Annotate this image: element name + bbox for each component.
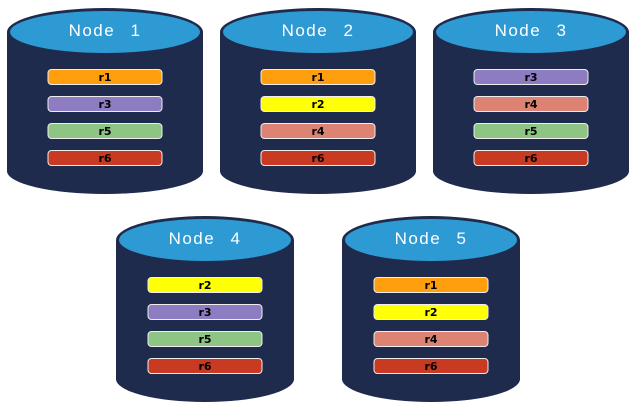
replica-list: r3 r4 r5 r6 (473, 69, 589, 177)
replica-label: r4 (424, 332, 438, 346)
replica-bar: r3 (473, 69, 589, 85)
replica-label: r3 (98, 97, 112, 111)
replica-label: r2 (198, 278, 212, 292)
node-top-ellipse: Node 1 (7, 8, 203, 56)
node-top-ellipse: Node 5 (342, 216, 520, 264)
replica-bar: r6 (147, 358, 263, 374)
node-label: Node 5 (394, 229, 468, 248)
node-label: Node 3 (494, 21, 568, 40)
node-top-ellipse: Node 3 (433, 8, 629, 56)
replica-bar: r5 (47, 123, 163, 139)
replica-bar: r2 (260, 96, 376, 112)
replica-label: r5 (524, 124, 538, 138)
node-cylinder: Node 2 r1 r2 r4 r6 (220, 8, 416, 194)
replica-bar: r6 (47, 150, 163, 166)
row-bottom: Node 4 r2 r3 r5 r6 Node 5 r1 r2 r4 r6 (0, 194, 636, 402)
replica-label: r6 (98, 151, 112, 165)
replica-bar: r3 (47, 96, 163, 112)
replica-list: r1 r2 r4 r6 (373, 277, 489, 385)
node-label: Node 1 (68, 21, 142, 40)
node-cylinder: Node 3 r3 r4 r5 r6 (433, 8, 629, 194)
replica-label: r5 (98, 124, 112, 138)
replica-label: r6 (424, 359, 438, 373)
node-label: Node 2 (281, 21, 355, 40)
node-top-ellipse: Node 2 (220, 8, 416, 56)
replica-label: r5 (198, 332, 212, 346)
node-cylinder: Node 4 r2 r3 r5 r6 (116, 216, 294, 402)
replica-list: r1 r3 r5 r6 (47, 69, 163, 177)
replica-label: r1 (311, 70, 325, 84)
replica-label: r6 (198, 359, 212, 373)
replica-label: r1 (424, 278, 438, 292)
replica-bar: r2 (373, 304, 489, 320)
replica-list: r1 r2 r4 r6 (260, 69, 376, 177)
replica-bar: r2 (147, 277, 263, 293)
row-top: Node 1 r1 r3 r5 r6 Node 2 r1 r2 r4 r6 Node 3 r… (0, 0, 636, 194)
replica-label: r1 (98, 70, 112, 84)
replica-label: r6 (311, 151, 325, 165)
replica-bar: r1 (260, 69, 376, 85)
replica-bar: r6 (260, 150, 376, 166)
replica-bar: r1 (47, 69, 163, 85)
replica-bar: r3 (147, 304, 263, 320)
replica-bar: r5 (473, 123, 589, 139)
replica-bar: r6 (473, 150, 589, 166)
replica-label: r3 (198, 305, 212, 319)
replica-bar: r6 (373, 358, 489, 374)
replica-bar: r1 (373, 277, 489, 293)
replica-label: r2 (424, 305, 438, 319)
replica-label: r6 (524, 151, 538, 165)
replica-label: r3 (524, 70, 538, 84)
replica-bar: r4 (373, 331, 489, 347)
node-top-ellipse: Node 4 (116, 216, 294, 264)
replica-list: r2 r3 r5 r6 (147, 277, 263, 385)
replica-label: r2 (311, 97, 325, 111)
replica-bar: r4 (260, 123, 376, 139)
node-cylinder: Node 1 r1 r3 r5 r6 (7, 8, 203, 194)
replica-label: r4 (311, 124, 325, 138)
replica-label: r4 (524, 97, 538, 111)
replica-bar: r5 (147, 331, 263, 347)
node-label: Node 4 (168, 229, 242, 248)
replica-bar: r4 (473, 96, 589, 112)
node-cylinder: Node 5 r1 r2 r4 r6 (342, 216, 520, 402)
